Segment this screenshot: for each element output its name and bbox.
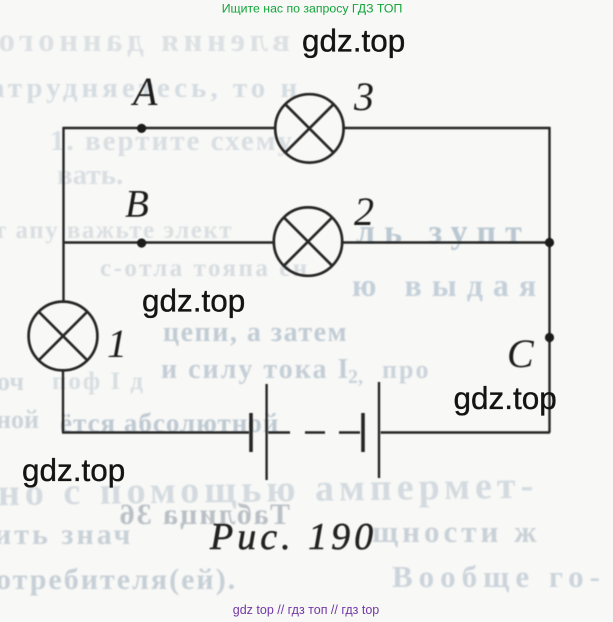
svg-text:gdz.top: gdz.top xyxy=(454,380,557,416)
svg-text:ной: ной xyxy=(0,405,39,434)
svg-text:но с помощью ампермет-: но с помощью ампермет- xyxy=(0,465,538,515)
svg-text:цепи, а затем: цепи, а затем xyxy=(163,317,348,348)
svg-text:с-отла тояпа ен: с-отла тояпа ен xyxy=(100,255,310,282)
svg-text:Рис. 190: Рис. 190 xyxy=(209,516,377,558)
svg-text:gdz.top: gdz.top xyxy=(302,23,405,59)
svg-text:и силу тока I: и силу тока I xyxy=(161,354,350,385)
svg-text:про: про xyxy=(382,355,430,384)
svg-text:gdz.top: gdz.top xyxy=(22,452,125,488)
svg-text:т апу важьте элект: т апу важьте элект xyxy=(0,217,233,244)
svg-text:2: 2 xyxy=(354,189,374,234)
svg-text:ю выдая: ю выдая xyxy=(352,267,546,303)
svg-text:оч: оч xyxy=(0,367,24,396)
svg-text:атрудняетесь, то н: атрудняетесь, то н xyxy=(0,72,301,104)
svg-text:A: A xyxy=(130,69,158,114)
svg-text:ль зупт: ль зупт xyxy=(356,214,531,251)
svg-text:gdz top // гдз топ // гдз: gdz top // гдз топ // гдз top xyxy=(233,603,380,617)
svg-text:отребителя(ей).: отребителя(ей). xyxy=(0,563,237,596)
svg-text:Вообще го-: Вообще го- xyxy=(392,559,606,594)
svg-text:1: 1 xyxy=(107,321,127,366)
svg-text:вления данного: вления данного xyxy=(0,23,290,59)
svg-text:Ищите нас по запросу ГДЗ ТОП: Ищите нас по запросу ГДЗ ТОП xyxy=(222,1,403,15)
svg-text:1. вертите схему: 1. вертите схему xyxy=(50,125,294,157)
svg-text:3: 3 xyxy=(353,74,374,119)
svg-text:щности ж: щности ж xyxy=(372,514,541,549)
svg-text:вать.: вать. xyxy=(57,159,123,191)
svg-text:B: B xyxy=(125,183,149,226)
svg-text:gdz.top: gdz.top xyxy=(142,283,245,319)
svg-text:Таблица 36: Таблица 36 xyxy=(118,498,290,531)
svg-text:2,: 2, xyxy=(348,366,363,388)
svg-text:C: C xyxy=(507,331,535,376)
svg-text:ить знач: ить знач xyxy=(0,518,133,551)
svg-text:поф I д: поф I д xyxy=(52,368,145,395)
